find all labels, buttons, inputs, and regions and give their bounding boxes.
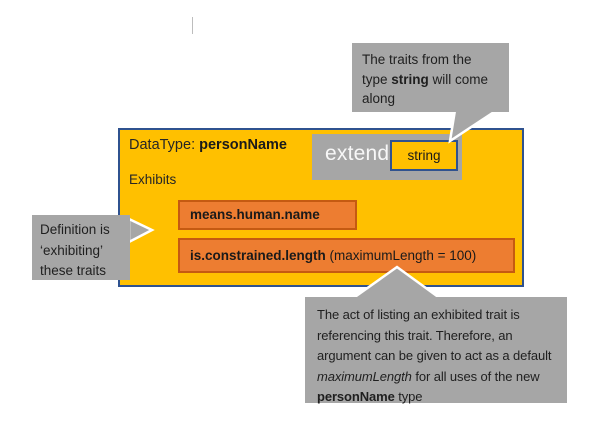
- callout-text: type: [362, 71, 392, 87]
- callout-exhibited-trait-default: The act of listing an exhibited trait is…: [305, 297, 567, 404]
- callout-line: The act of listing an exhibited trait is: [317, 307, 520, 322]
- exhibits-label: Exhibits: [129, 172, 177, 187]
- callout-line: argument can be given to act as a defaul…: [317, 348, 552, 363]
- base-type-label: string: [407, 148, 441, 163]
- trait-args: (maximumLength = 100): [325, 248, 477, 263]
- trait-is-constrained-length: is.constrained.length (maximumLength = 1…: [178, 238, 515, 273]
- callout-line: ‘exhibiting’: [40, 242, 104, 258]
- callout-line: these traits: [40, 263, 107, 278]
- datatype-title: DataType: personName: [129, 137, 287, 153]
- callout-text-bold: string: [391, 71, 429, 87]
- datatype-title-label: DataType:: [129, 137, 200, 153]
- callout-text: will come: [428, 71, 489, 87]
- callout-line: personName type: [317, 387, 567, 408]
- callout-text: for all uses of the new: [411, 368, 540, 384]
- callout-text-italic: maximumLength: [317, 368, 412, 384]
- callout-traits-come-along: The traits from the type string will com…: [352, 43, 509, 112]
- callout-line: The traits from the: [362, 52, 472, 67]
- callout-text-bold: personName: [317, 389, 395, 404]
- trait-name: means.human.name: [190, 207, 320, 222]
- callout-line: along: [362, 91, 396, 106]
- trait-means-human-name: means.human.name: [178, 200, 357, 230]
- callout-line: referencing this trait. Therefore, an: [317, 327, 513, 343]
- datatype-title-name: personName: [199, 137, 287, 153]
- text-cursor-artifact: [192, 17, 193, 34]
- callout-line: Definition is: [40, 222, 110, 237]
- callout-line: type string will come: [362, 70, 509, 90]
- callout-text: type: [394, 389, 423, 404]
- callout-definition-exhibiting: Definition is ‘exhibiting’ these traits: [32, 215, 130, 280]
- trait-name: is.constrained.length: [190, 248, 326, 263]
- callout-line: maximumLength for all uses of the new: [317, 367, 567, 388]
- extends-label: extends: [325, 142, 400, 165]
- base-type-box: string: [390, 140, 458, 171]
